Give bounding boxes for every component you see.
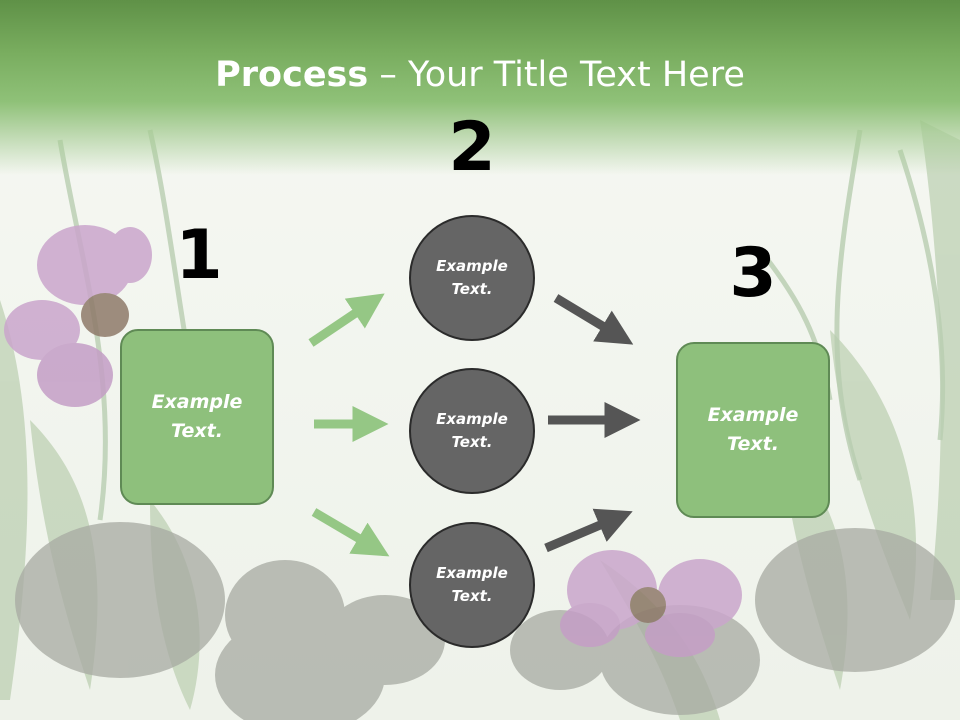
step-2-node-top: Example Text. (409, 215, 535, 341)
node-middle-text: Example Text. (436, 410, 508, 451)
step-number-3: 3 (729, 234, 777, 313)
step-1-text: Example Text. (151, 391, 243, 442)
step-number-1: 1 (175, 216, 223, 295)
arrow-node-a-to-3 (553, 294, 634, 345)
node-bottom-text: Example Text. (436, 564, 508, 605)
title-bold: Process (215, 55, 369, 95)
step-3-box: Example Text. (676, 342, 830, 518)
slide-title: Process – Your Title Text Here (0, 52, 960, 98)
step-3-text: Example Text. (707, 404, 799, 455)
step-2-node-middle: Example Text. (409, 368, 535, 494)
step-number-2: 2 (448, 108, 496, 187)
arrow-node-c-to-3 (544, 508, 633, 553)
title-rest: – Your Title Text Here (368, 55, 745, 95)
node-top-text: Example Text. (436, 257, 508, 298)
step-2-node-bottom: Example Text. (409, 522, 535, 648)
title-banner (0, 0, 960, 175)
step-1-box: Example Text. (120, 329, 274, 505)
arrow-1-to-node-c (311, 508, 390, 557)
arrow-1-to-node-a (308, 293, 385, 347)
